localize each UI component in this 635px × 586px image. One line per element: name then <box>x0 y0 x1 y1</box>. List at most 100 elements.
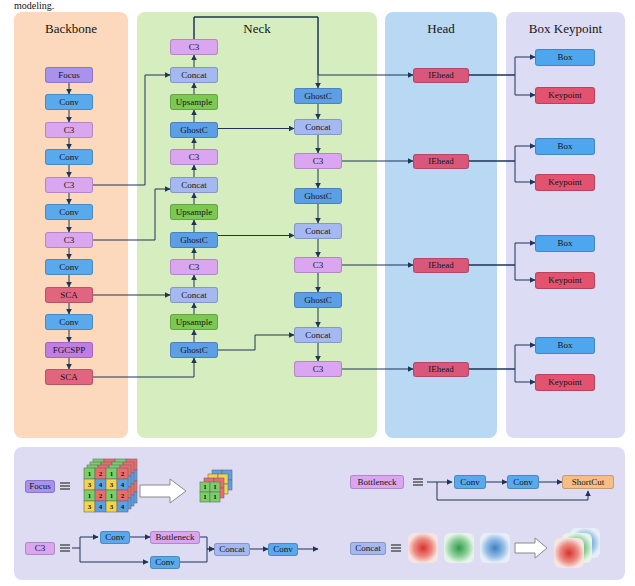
module-box: Box <box>535 235 595 252</box>
module-label: C3 <box>189 152 200 162</box>
connector-arrow <box>469 369 535 382</box>
module-label: Bottleneck <box>156 532 195 542</box>
connector-arrow <box>69 248 70 259</box>
module-label: Conv <box>59 152 79 162</box>
connector-arrow <box>69 358 70 369</box>
connector-arrow <box>469 265 535 280</box>
focus-grid <box>84 459 137 512</box>
connector-arrow <box>194 275 195 287</box>
module-label: C3 <box>189 42 200 52</box>
module-label: FGCSPP <box>53 345 86 355</box>
stage-panel: C3ConcatUpsampleGhostCC3ConcatUpsampleGh… <box>137 12 377 438</box>
module-box: SCA <box>45 369 93 385</box>
connector-arrow <box>194 303 195 314</box>
connector-arrow <box>318 204 319 223</box>
connector-arrow <box>342 161 413 162</box>
module-label: Concat <box>219 544 245 554</box>
module-label: Box <box>557 141 572 151</box>
module-label: C3 <box>64 235 75 245</box>
module-label: Concat <box>181 290 207 300</box>
module-box: Conv <box>454 475 486 489</box>
module-label: Conv <box>59 97 79 107</box>
module-box: Conv <box>100 531 130 544</box>
module-label: Box <box>557 238 572 248</box>
focus-slices <box>200 470 232 502</box>
module-label: Conv <box>513 477 533 487</box>
module-box: Keypoint <box>535 87 595 104</box>
module-box: C3 <box>45 122 93 138</box>
connector-arrow <box>194 193 195 204</box>
cell-number: 1 <box>203 493 207 501</box>
module-box: C3 <box>170 149 218 165</box>
cell-number: 3 <box>88 503 92 511</box>
module-box: Concat <box>294 223 342 239</box>
module-box: GhostC <box>170 122 218 138</box>
module-label: GhostC <box>180 125 208 135</box>
module-box: Keypoint <box>535 174 595 191</box>
module-box: Concat <box>294 119 342 135</box>
connector-arrow <box>469 75 535 95</box>
module-label: IEhead <box>428 156 453 166</box>
module-label: Bottleneck <box>358 477 397 487</box>
module-label: C3 <box>313 364 324 374</box>
module-box: Upsample <box>170 94 218 110</box>
cell-number: 3 <box>88 481 92 489</box>
module-box: Concat <box>170 177 218 193</box>
module-label: ShortCut <box>572 477 605 487</box>
module-box: C3 <box>25 542 55 555</box>
module-box: Conv <box>268 543 298 556</box>
cell-number: 1 <box>213 483 217 491</box>
module-label: GhostC <box>180 235 208 245</box>
connector-arrow <box>250 549 268 550</box>
module-label: Keypoint <box>548 177 582 187</box>
module-box: Concat <box>170 287 218 303</box>
module-box: Upsample <box>170 204 218 220</box>
cell-number: 4 <box>99 503 103 511</box>
connector-arrow <box>218 128 294 129</box>
connector-arrow <box>200 537 214 549</box>
cell-number: 2 <box>121 470 125 478</box>
equiv-symbol <box>60 479 423 551</box>
cell-number: 4 <box>121 481 125 489</box>
module-label: Concat <box>181 70 207 80</box>
cell-number: 2 <box>99 470 103 478</box>
cell-number: 2 <box>121 492 125 500</box>
module-box: Box <box>535 337 595 354</box>
module-label: C3 <box>64 180 75 190</box>
cell-number: 3 <box>110 503 114 511</box>
connector-arrow <box>342 369 413 370</box>
cell-number: 1 <box>203 483 207 491</box>
module-box: Keypoint <box>535 374 595 391</box>
connector-arrow <box>93 75 170 185</box>
module-box: GhostC <box>294 88 342 104</box>
cell-number: 3 <box>110 481 114 489</box>
connector-arrow <box>194 55 195 67</box>
panel-title: Head <box>385 22 497 36</box>
module-box: Conv <box>507 475 539 489</box>
connector-arrow <box>69 165 70 177</box>
key-wire <box>72 482 588 562</box>
cell-number: 1 <box>110 470 114 478</box>
connector-arrow <box>194 330 195 342</box>
module-label: Keypoint <box>548 275 582 285</box>
connector-arrow <box>69 330 70 342</box>
stage-panel: FocusConvC3ConvC3ConvC3ConvSCAConvFGCSPP… <box>14 12 128 438</box>
module-label: Conv <box>59 262 79 272</box>
module-label: GhostC <box>304 91 332 101</box>
panel-title: Box Keypoint <box>506 22 625 36</box>
connector-arrow <box>469 161 535 182</box>
connector-arrow <box>130 537 150 538</box>
module-label: GhostC <box>304 191 332 201</box>
connector-arrow <box>318 308 319 327</box>
module-label: SCA <box>60 290 78 300</box>
module-box: C3 <box>45 177 93 193</box>
module-box: C3 <box>294 153 342 169</box>
module-box: IEhead <box>413 258 469 273</box>
module-box: FGCSPP <box>45 342 93 358</box>
connector-arrow <box>93 295 170 296</box>
module-label: Upsample <box>176 97 213 107</box>
module-label: C3 <box>313 156 324 166</box>
connector-arrow <box>194 220 195 232</box>
connector-arrow <box>93 358 194 377</box>
module-label: Conv <box>460 477 480 487</box>
